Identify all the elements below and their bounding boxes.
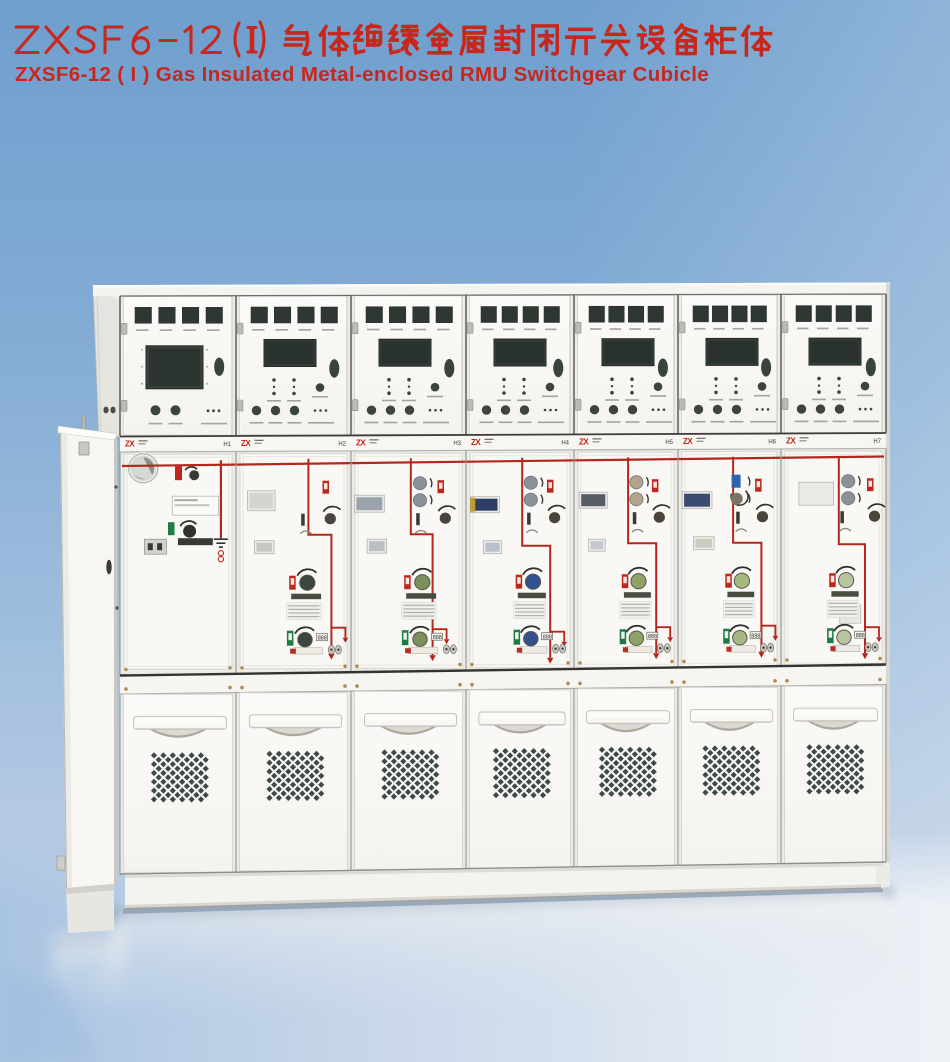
svg-text:888: 888 — [856, 633, 865, 639]
svg-text:ZX: ZX — [786, 437, 796, 446]
svg-text:ZX: ZX — [241, 439, 251, 448]
svg-text:ZX: ZX — [125, 440, 135, 449]
svg-text:ZX: ZX — [356, 439, 366, 448]
svg-text:H2: H2 — [338, 442, 346, 448]
svg-text:H7: H7 — [873, 439, 881, 445]
svg-text:H1: H1 — [223, 442, 231, 448]
svg-text:ZXSF6-12 ( I ) Gas Insulated M: ZXSF6-12 ( I ) Gas Insulated Metal-enclo… — [15, 63, 709, 86]
svg-text:888: 888 — [433, 635, 442, 641]
svg-text:ZX: ZX — [579, 438, 589, 447]
svg-text:888: 888 — [543, 635, 552, 641]
svg-text:ZX: ZX — [683, 437, 693, 446]
svg-text:H5: H5 — [665, 440, 673, 446]
svg-text:ZX: ZX — [471, 438, 481, 447]
svg-text:H3: H3 — [453, 441, 461, 447]
svg-text:888: 888 — [648, 634, 657, 640]
svg-text:888: 888 — [751, 634, 760, 640]
svg-text:888: 888 — [318, 636, 327, 642]
svg-text:H6: H6 — [768, 440, 776, 446]
svg-text:H4: H4 — [561, 441, 569, 447]
